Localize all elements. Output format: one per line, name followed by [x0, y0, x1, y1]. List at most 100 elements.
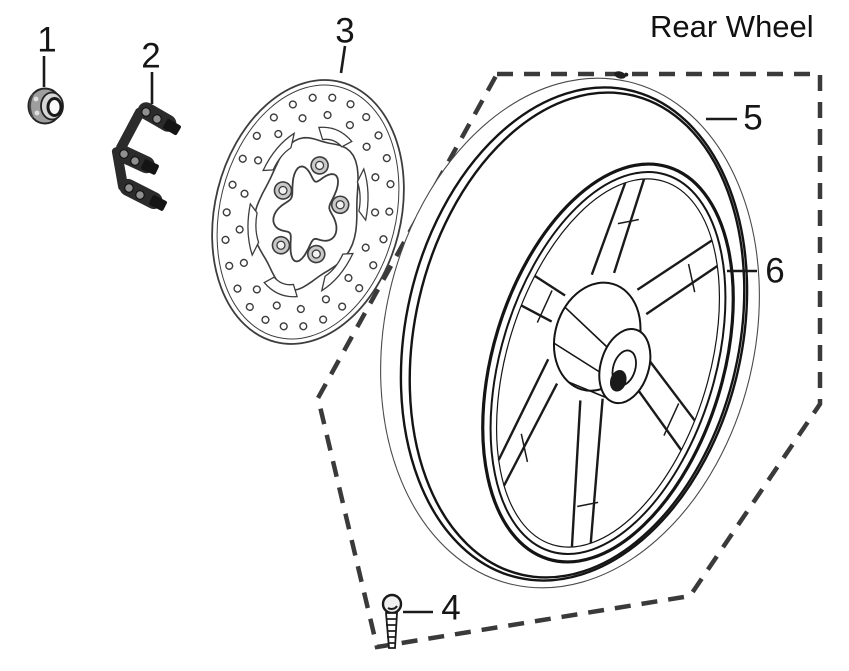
- rim-spoke: [612, 178, 646, 274]
- disc-bolt-hole-center: [314, 160, 325, 171]
- rim-spoke-tie: [536, 290, 553, 323]
- nut-hole: [46, 97, 63, 117]
- rim-mid-edge: [489, 171, 727, 555]
- disc-drill-hole: [328, 93, 337, 102]
- disc-center-hole: [272, 165, 339, 263]
- disc-drill-hole: [379, 235, 388, 244]
- disc-drill-hole: [308, 93, 317, 102]
- bolt-head: [381, 593, 403, 615]
- rim-spoke-tie: [663, 403, 680, 436]
- bracket-hole: [119, 149, 129, 159]
- disc-vane-slot: [320, 252, 354, 293]
- disc-drill-hole: [296, 304, 305, 314]
- bracket-stud-tip: [141, 159, 159, 175]
- disc-vane-slot: [356, 167, 369, 222]
- disc-drill-hole: [233, 284, 242, 293]
- disc-drill-hole: [279, 322, 288, 331]
- disc-drill-hole: [274, 129, 283, 139]
- disc-drill-hole: [361, 243, 370, 252]
- disc-drill-hole: [288, 100, 297, 109]
- bracket-stud-tip: [149, 195, 167, 211]
- disc-detail: [221, 93, 395, 331]
- disc-drill-hole: [321, 295, 331, 304]
- bracket-hole: [141, 107, 151, 117]
- hub-facet-line: [564, 306, 608, 348]
- leader-lines: [42, 45, 757, 614]
- disc-drill-hole: [252, 131, 261, 140]
- rim-spoke: [589, 398, 604, 544]
- disc-drill-hole: [225, 261, 234, 270]
- disc-bolt-hole-center: [278, 185, 288, 196]
- disc-drill-hole: [298, 114, 307, 123]
- rim-spoke-tie: [577, 501, 599, 508]
- disc-drill-hole: [385, 207, 394, 216]
- disc-drill-hole: [355, 284, 364, 293]
- disc-vane-slot: [263, 276, 298, 298]
- hub-facet-line: [553, 342, 600, 373]
- disc-drill-hole: [254, 156, 263, 165]
- diagram-title: Rear Wheel: [650, 9, 814, 44]
- disc-drill-hole: [235, 225, 244, 234]
- rim-spoke-tie: [687, 263, 696, 293]
- disc-drill-hole: [344, 273, 353, 283]
- wheel-rim: [481, 162, 735, 564]
- rim-inner-edge: [495, 178, 721, 548]
- disc-drill-hole: [323, 110, 332, 120]
- disc-bolt-hole-center: [311, 249, 321, 259]
- callout-3: 3: [335, 11, 355, 51]
- rim-spoke: [502, 383, 559, 487]
- tire-tread-line-outer: [399, 86, 749, 582]
- rim-spoke: [636, 239, 713, 291]
- stud-bracket: [111, 102, 181, 211]
- disc-bolt-hole-center: [335, 200, 345, 210]
- rim-spoke-tie: [520, 433, 529, 463]
- callout-5: 5: [743, 98, 763, 138]
- nut-flange-shade: [29, 93, 34, 119]
- callout-2: 2: [141, 36, 161, 76]
- bracket-hole: [135, 190, 145, 200]
- disc-drill-hole: [371, 173, 380, 182]
- disc-drill-hole: [386, 180, 395, 189]
- disc-drill-hole: [240, 189, 249, 198]
- disc-drill-hole: [369, 261, 378, 270]
- hub-axle-shadow: [609, 369, 627, 392]
- disc-bolt-hole-center: [276, 240, 286, 250]
- disc-drill-hole: [222, 208, 231, 217]
- disc-drill-hole: [238, 154, 247, 163]
- callout-6: 6: [765, 251, 785, 291]
- disc-drill-hole: [370, 208, 380, 217]
- disc-drill-hole: [252, 285, 261, 294]
- rim-spokes: [497, 178, 719, 548]
- bracket-hole: [152, 114, 162, 124]
- disc-vane-slot: [318, 126, 353, 148]
- disc-drill-hole: [228, 180, 237, 189]
- bracket-hole: [124, 183, 134, 193]
- axle-nut: [27, 87, 64, 125]
- bracket-arm: [116, 107, 145, 153]
- rim-hub: [552, 281, 652, 405]
- disc-drill-hole: [261, 315, 270, 324]
- disc-drill-hole: [221, 235, 230, 244]
- tire-tread-line-inner: [408, 91, 746, 579]
- leader-line-3: [339, 45, 347, 74]
- bolt-threads: [386, 618, 397, 644]
- rim-spoke: [645, 265, 719, 316]
- rim-spoke: [590, 182, 627, 276]
- disc-drill-hole: [299, 322, 308, 331]
- disc-drill-hole: [346, 100, 355, 109]
- disc-drill-hole: [362, 112, 371, 122]
- disc-drill-hole: [269, 113, 278, 122]
- disc-drill-hole: [245, 302, 254, 312]
- disc-drill-hole: [319, 315, 328, 324]
- tire-top-clip: [614, 71, 629, 79]
- disc-vane-slot: [247, 202, 260, 257]
- disc-vane-slot: [262, 131, 296, 172]
- rim-spoke: [520, 304, 553, 323]
- disc-drill-hole: [272, 301, 281, 310]
- rim-spoke: [534, 274, 566, 297]
- nut-highlight: [33, 96, 39, 102]
- callout-1: 1: [37, 20, 57, 60]
- bracket-hole: [130, 156, 140, 166]
